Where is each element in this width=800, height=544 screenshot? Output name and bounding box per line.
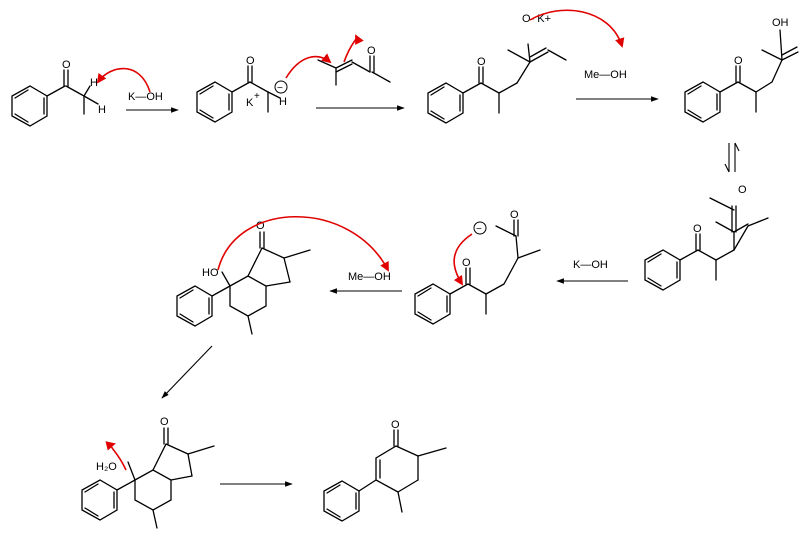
atom-label-h: H — [279, 96, 287, 108]
molecule-michael-enolate — [427, 43, 567, 124]
reagent-label: Me—OH — [584, 69, 627, 81]
atom-label-h: H — [98, 104, 106, 116]
atom-label-o: O — [738, 184, 747, 196]
atom-label-o: O — [391, 419, 400, 431]
reagent-label: K—OH — [573, 259, 608, 271]
atom-label-h: H — [90, 77, 98, 89]
atom-label-o: O — [477, 56, 486, 68]
carbanion-charge — [274, 80, 288, 94]
enolate-counter-ion: O- K+ — [522, 13, 551, 25]
molecule-propiophenone — [11, 69, 99, 127]
electron-arrow — [96, 67, 151, 93]
atom-label-h2o: H₂O — [96, 461, 117, 473]
electron-arrow — [285, 53, 332, 79]
charge-minus: − — [277, 83, 283, 94]
electron-arrow — [529, 9, 625, 48]
atom-label-o: O — [62, 59, 71, 71]
atom-label-o: O — [160, 416, 169, 428]
molecule-cyclohexenone-product — [323, 429, 447, 522]
atom-label-ho: HO — [202, 267, 219, 279]
electron-arrow — [343, 34, 364, 63]
atom-label-o: O — [510, 209, 519, 221]
electron-arrow — [217, 216, 389, 272]
molecule-aldol-enolate — [414, 219, 541, 325]
counter-ion-k: K — [246, 97, 254, 109]
carbanion-charge — [473, 221, 487, 235]
molecule-protonated-alcohol — [81, 427, 215, 529]
atom-label-o: O — [246, 55, 255, 67]
atom-label-o: O — [256, 220, 265, 232]
atom-label-o: O — [693, 223, 702, 235]
electron-arrow — [453, 233, 473, 286]
reagent-label: K—OH — [128, 91, 163, 103]
charge-plus: + — [254, 91, 260, 102]
atom-label-o: O — [367, 45, 376, 57]
charge-minus: − — [476, 224, 482, 235]
molecule-enolate — [196, 65, 281, 123]
atom-label-o: O — [734, 55, 743, 67]
reaction-arrow — [161, 345, 213, 399]
equilibrium-arrows — [724, 142, 740, 173]
atom-label-oh: OH — [772, 17, 789, 29]
molecule-aldol-adduct — [176, 231, 311, 335]
electron-arrow — [105, 441, 127, 471]
atom-label-o: O — [462, 257, 471, 269]
molecule-enol — [684, 29, 799, 123]
reagent-label: Me—OH — [348, 271, 391, 283]
molecule-diketone — [644, 197, 769, 291]
molecule-methyl-butenone — [317, 55, 391, 86]
